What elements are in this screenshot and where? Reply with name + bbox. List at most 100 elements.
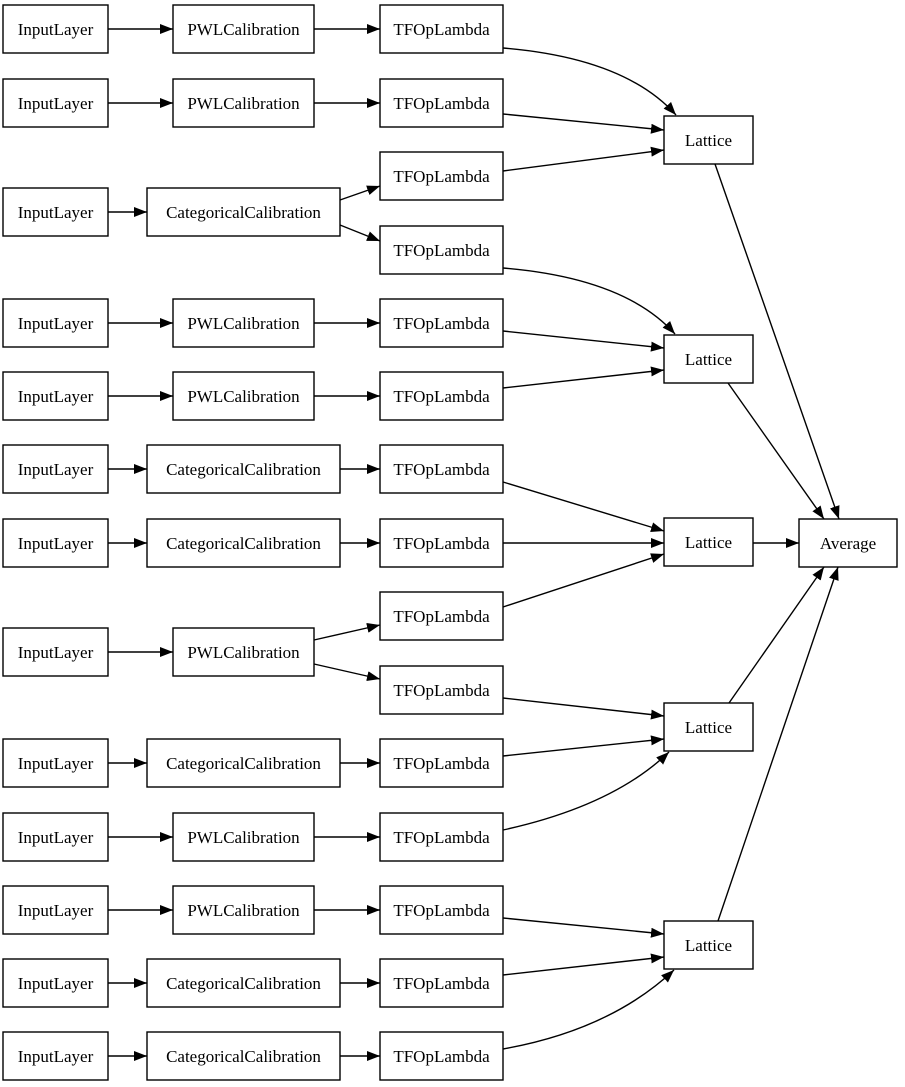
node-input-1-label: InputLayer [18,20,94,39]
node-pwlcal-2-box [172,78,315,128]
node-lattice-1-box [663,115,754,165]
node-lambda-8-label: TFOpLambda [393,534,490,553]
node-lattice-2: Lattice [663,334,754,384]
node-lattice-1-label: Lattice [685,131,732,150]
node-input-6-label: InputLayer [18,460,94,479]
node-input-3: InputLayer [2,187,109,237]
node-lambda-7-label: TFOpLambda [393,460,490,479]
node-input-5: InputLayer [2,371,109,421]
node-lambda-15-label: TFOpLambda [393,1047,490,1066]
node-lattice-3: Lattice [663,517,754,567]
node-catcal-6-label: CategoricalCalibration [166,1047,321,1066]
node-lambda-14-label: TFOpLambda [393,974,490,993]
node-pwlcal-4-label: PWLCalibration [187,387,300,406]
node-lambda-10: TFOpLambda [379,665,504,715]
edge-pwlcal-5-to-lambda-9 [313,623,381,641]
node-lambda-14-box [379,958,504,1008]
node-input-9-box [2,738,109,788]
node-catcal-1-label: CategoricalCalibration [166,203,321,222]
node-lambda-1-label: TFOpLambda [393,20,490,39]
node-input-11: InputLayer [2,885,109,935]
node-pwlcal-7-label: PWLCalibration [187,901,300,920]
node-lambda-6-label: TFOpLambda [393,387,490,406]
node-lambda-13-box [379,885,504,935]
edge-catcal-1-to-lambda-3 [339,185,381,201]
edge-lambda-6-to-lattice-2 [502,366,665,389]
edge-lambda-14-to-lattice-5 [502,953,665,976]
edge-pwlcal-5-to-lambda-10 [313,663,381,681]
node-input-6: InputLayer [2,444,109,494]
node-pwlcal-4-box [172,371,315,421]
edge-lattice-4-to-average [728,566,825,704]
node-lambda-7-box [379,444,504,494]
node-lambda-9-box [379,591,504,641]
node-lambda-5-box [379,298,504,348]
node-lambda-2-box [379,78,504,128]
edge-lambda-10-to-lattice-4 [502,697,665,720]
node-lattice-3-label: Lattice [685,533,732,552]
edge-lattice-1-to-average [714,163,840,520]
edge-lattice-5-to-average [717,566,839,922]
node-input-5-box [2,371,109,421]
node-catcal-3-box [146,518,341,568]
node-pwlcal-1: PWLCalibration [172,4,315,54]
node-catcal-2: CategoricalCalibration [146,444,341,494]
node-catcal-4-box [146,738,341,788]
node-catcal-3: CategoricalCalibration [146,518,341,568]
node-lambda-11-box [379,738,504,788]
node-input-6-box [2,444,109,494]
node-lambda-8: TFOpLambda [379,518,504,568]
node-lattice-2-box [663,334,754,384]
node-pwlcal-7: PWLCalibration [172,885,315,935]
node-input-5-label: InputLayer [18,387,94,406]
node-input-7: InputLayer [2,518,109,568]
node-input-8-box [2,627,109,677]
node-catcal-1: CategoricalCalibration [146,187,341,237]
node-lambda-13-label: TFOpLambda [393,901,490,920]
node-lambda-4-label: TFOpLambda [393,241,490,260]
node-input-10: InputLayer [2,812,109,862]
node-input-13-box [2,1031,109,1081]
node-lattice-5: Lattice [663,920,754,970]
node-catcal-3-label: CategoricalCalibration [166,534,321,553]
edges-layer [108,24,840,1061]
node-input-12-label: InputLayer [18,974,94,993]
node-input-1: InputLayer [2,4,109,54]
node-input-13: InputLayer [2,1031,109,1081]
node-input-4-label: InputLayer [18,314,94,333]
node-catcal-4-label: CategoricalCalibration [166,754,321,773]
node-pwlcal-2-label: PWLCalibration [187,94,300,113]
node-pwlcal-3-label: PWLCalibration [187,314,300,333]
edge-lambda-5-to-lattice-2 [502,330,665,352]
node-lambda-4-box [379,225,504,275]
node-catcal-5-box [146,958,341,1008]
edge-lambda-1-to-lattice-1 [502,47,677,116]
node-lambda-3: TFOpLambda [379,151,504,201]
node-lattice-4: Lattice [663,702,754,752]
node-input-8: InputLayer [2,627,109,677]
node-catcal-6-box [146,1031,341,1081]
node-lambda-9: TFOpLambda [379,591,504,641]
node-lambda-6-box [379,371,504,421]
node-lambda-11-label: TFOpLambda [393,754,490,773]
edge-lambda-4-to-lattice-2 [502,267,676,335]
node-input-12-box [2,958,109,1008]
node-lambda-1: TFOpLambda [379,4,504,54]
node-average: Average [798,518,898,568]
node-lattice-5-box [663,920,754,970]
node-lattice-4-label: Lattice [685,718,732,737]
node-pwlcal-2: PWLCalibration [172,78,315,128]
node-lambda-8-box [379,518,504,568]
node-lambda-9-label: TFOpLambda [393,607,490,626]
node-lattice-4-box [663,702,754,752]
node-input-10-label: InputLayer [18,828,94,847]
node-lambda-2-label: TFOpLambda [393,94,490,113]
node-pwlcal-5: PWLCalibration [172,627,315,677]
node-lambda-12-box [379,812,504,862]
node-pwlcal-3-box [172,298,315,348]
node-pwlcal-1-label: PWLCalibration [187,20,300,39]
nodes-layer: InputLayerInputLayerInputLayerInputLayer… [2,4,898,1081]
node-input-7-label: InputLayer [18,534,94,553]
node-lambda-3-box [379,151,504,201]
